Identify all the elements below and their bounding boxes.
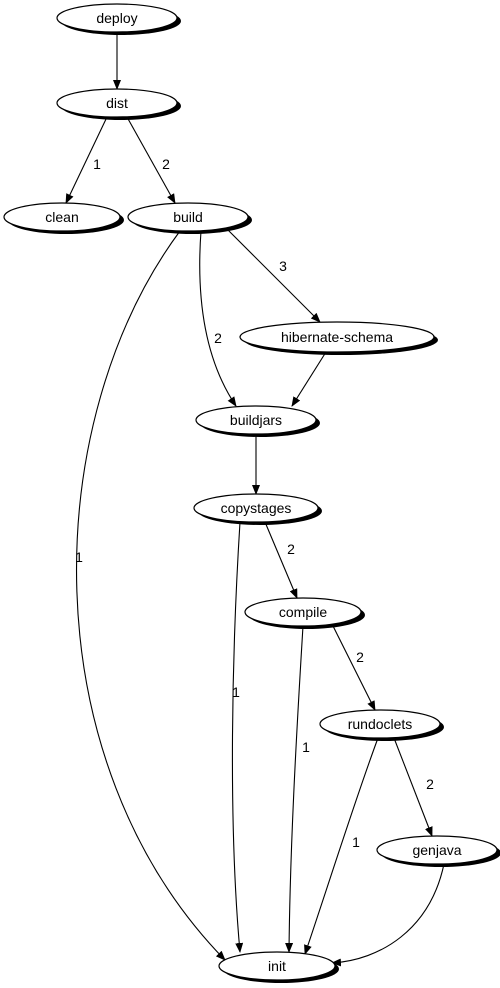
node-ellipse [127,202,249,232]
edge-build-to-buildjars [199,230,237,407]
edge-compile-to-rundoclets [332,625,376,711]
edge-label-build-to-buildjars: 2 [214,330,222,346]
edge-compile-to-init [285,625,304,953]
edge-label-dist-to-build: 2 [162,156,170,172]
node-build: build [127,202,252,234]
node-label: deploy [96,10,137,26]
node-genjava: genjava [376,835,500,867]
edge-label-build-to-hibernate-schema: 3 [279,258,287,274]
node-label: build [173,209,203,225]
node-label: compile [279,604,327,620]
node-ellipse [195,405,317,435]
node-ellipse [376,835,498,865]
node-label: clean [45,209,78,225]
edge-dist-to-clean [65,116,108,204]
node-label: buildjars [230,412,282,428]
node-ellipse [56,3,178,33]
node-init: init [218,951,339,983]
node-ellipse [239,321,435,353]
node-dist: dist [56,88,181,120]
edge-copystages-to-compile [264,521,298,599]
node-rundoclets: rundoclets [319,709,444,741]
edges-layer: 1 2 1 2 3 1 2 1 2 1 2 [65,32,445,967]
edge-label-build-to-init: 1 [75,549,83,565]
node-ellipse [244,597,362,627]
node-hibernate-schema: hibernate-schema [239,321,438,355]
edge-rundoclets-to-genjava [393,737,433,837]
edge-dist-to-build [126,116,176,204]
node-label: init [268,958,286,974]
edge-label-rundoclets-to-init: 1 [352,834,360,850]
node-ellipse [3,202,121,232]
node-deploy: deploy [56,3,181,35]
edge-copystages-to-init [231,521,244,953]
node-label: hibernate-schema [281,329,393,345]
node-buildjars: buildjars [195,405,320,437]
edge-label-compile-to-init: 1 [302,739,310,755]
node-label: copystages [221,500,292,516]
edge-label-copystages-to-init: 1 [232,684,240,700]
edge-build-to-hibernate-schema [225,227,321,323]
edge-genjava-to-init [331,863,445,967]
edge-rundoclets-to-init [304,737,379,955]
edge-build-to-init [76,230,226,961]
edge-hibernate-schema-to-buildjars [291,351,327,407]
edge-label-compile-to-rundoclets: 2 [356,649,364,665]
node-ellipse [56,88,178,118]
nodes-layer: deploy dist clean build hibernate-schema buil… [3,3,500,983]
node-label: dist [106,95,128,111]
node-compile: compile [244,597,365,629]
node-label: genjava [412,842,461,858]
edge-label-dist-to-clean: 1 [93,156,101,172]
edge-label-copystages-to-compile: 2 [287,541,295,557]
node-ellipse [193,493,319,523]
node-ellipse [319,709,441,739]
edge-label-rundoclets-to-genjava: 2 [426,776,434,792]
node-clean: clean [3,202,124,234]
node-copystages: copystages [193,493,322,525]
node-label: rundoclets [348,716,413,732]
node-ellipse [218,951,336,981]
